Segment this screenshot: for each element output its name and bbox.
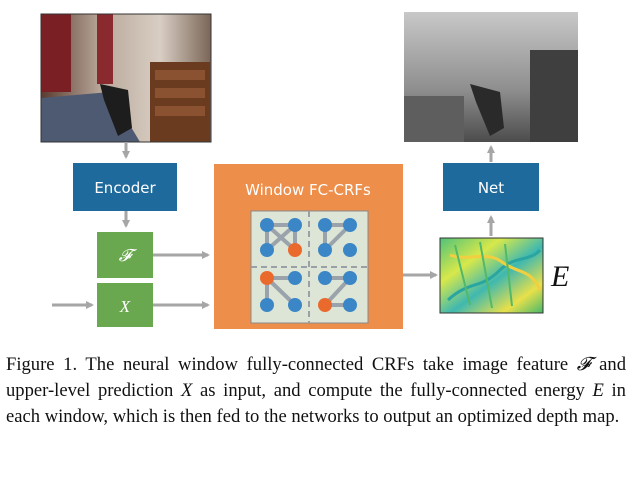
caption-text-2: and upper-level prediction	[6, 354, 626, 401]
net-block: Net	[443, 163, 539, 211]
crf-label: Window FC-CRFs	[245, 181, 371, 199]
window-fc-crfs-block: Window FC-CRFs	[214, 164, 403, 329]
figure-caption: Figure 1. The neural window fully-connec…	[6, 352, 626, 430]
crf-nodes	[260, 218, 357, 312]
energy-map	[439, 237, 544, 314]
encoder-block: Encoder	[73, 163, 177, 211]
prediction-symbol: X	[119, 297, 131, 316]
caption-text-3: as input, and compute the fully-connecte…	[192, 380, 593, 401]
input-rgb-image	[40, 13, 212, 143]
caption-text-4: in each window, which is then fed to the…	[6, 380, 626, 427]
crf-pipeline-diagram: Encoder 𝓕 X Window FC-CRFs	[40, 12, 578, 329]
net-label: Net	[478, 179, 504, 197]
caption-feature-symbol: 𝓕	[576, 354, 591, 375]
encoder-label: Encoder	[94, 179, 156, 197]
caption-text-1: Figure 1. The neural window fully-connec…	[6, 354, 577, 375]
energy-symbol: E	[550, 260, 569, 293]
arrows	[52, 142, 495, 309]
caption-prediction-symbol: X	[181, 380, 193, 401]
output-depth-map	[404, 12, 578, 142]
caption-energy-symbol: E	[592, 380, 604, 401]
feature-block: 𝓕	[97, 232, 153, 278]
prediction-block: X	[97, 283, 153, 327]
